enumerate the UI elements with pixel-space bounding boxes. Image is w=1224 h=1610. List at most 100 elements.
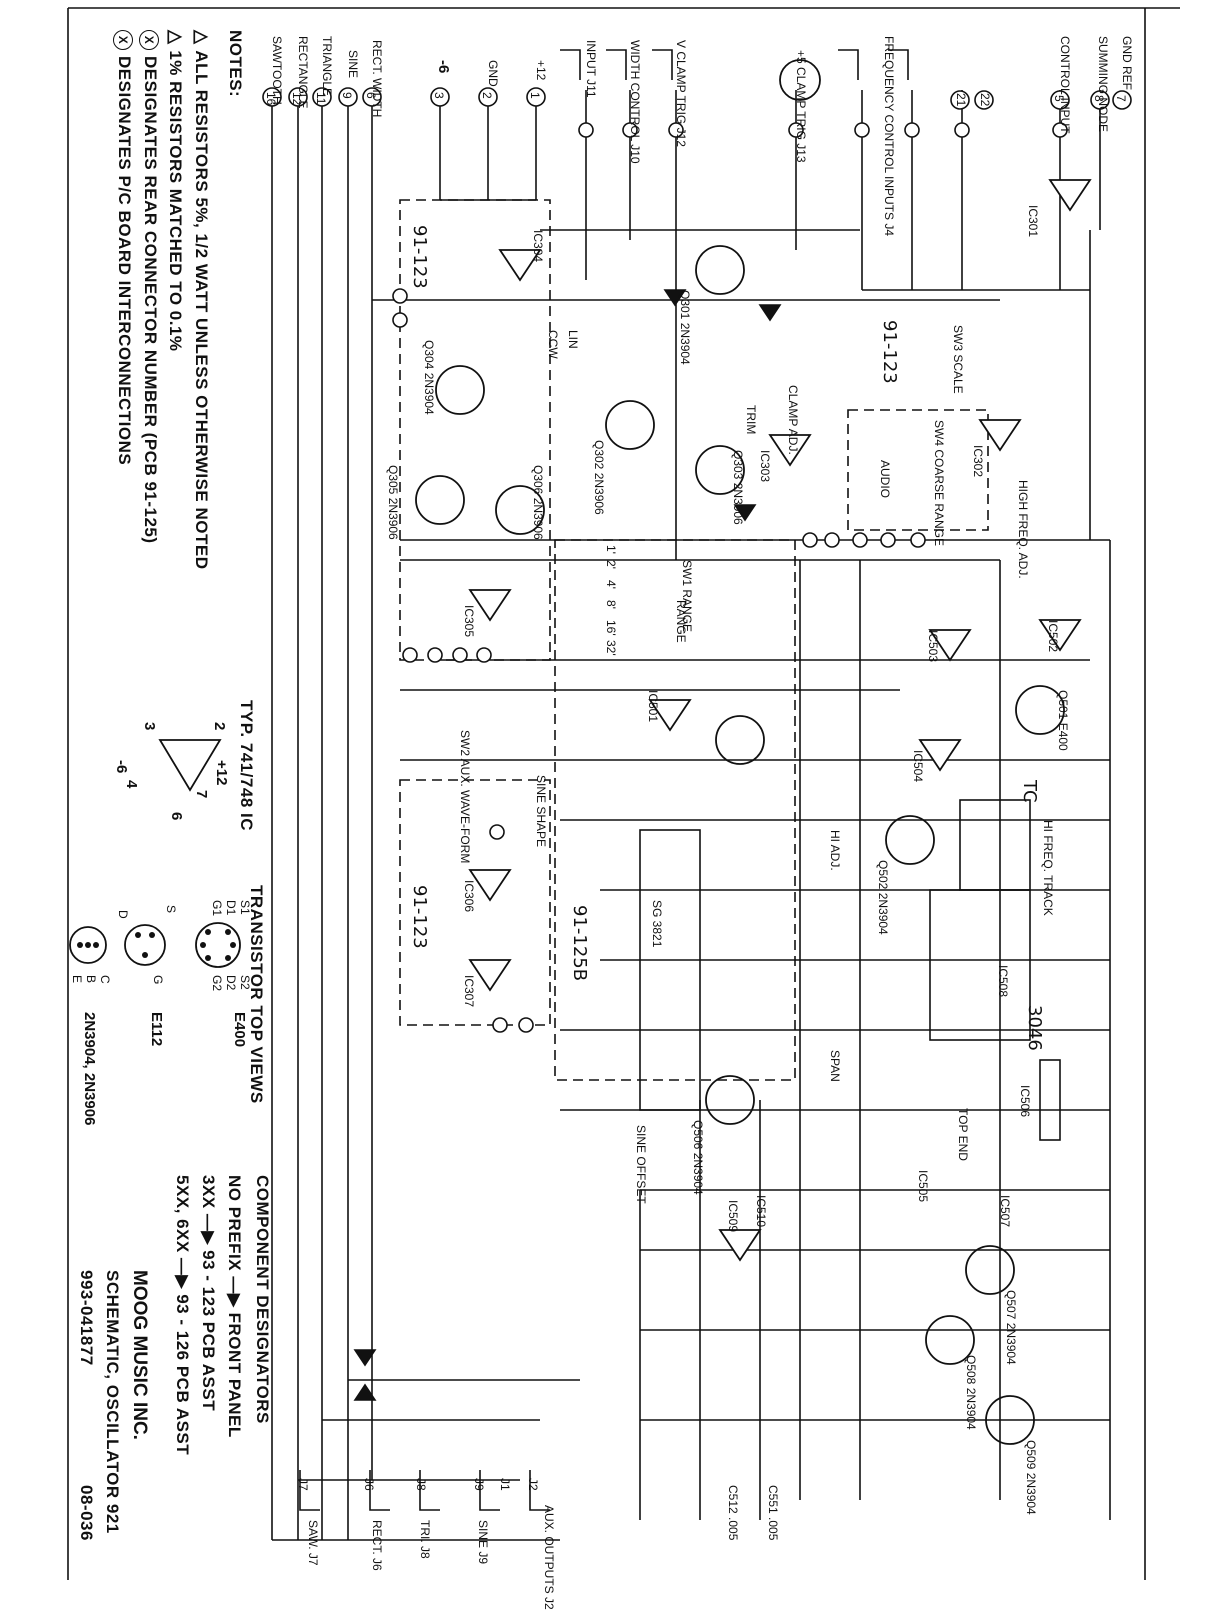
transistor-q509: Q509 2N3904 — [1024, 1440, 1038, 1515]
adj-top-end: TOP END — [956, 1108, 970, 1161]
node-9: 9 — [340, 92, 354, 99]
switch-aux-waveform: SW2 AUX. WAVE-FORM — [458, 730, 472, 864]
output-sine: SINE — [346, 50, 360, 79]
ic-label-ic507: IC507 — [998, 1195, 1012, 1228]
company-name: MOOG MUSIC INC. — [129, 1270, 150, 1440]
pin-b: B — [84, 975, 98, 984]
adj-hi: HI ADJ. — [828, 830, 842, 871]
designator-row-2: 3XX —▶ 93 - 123 PCB ASST — [199, 1175, 218, 1412]
pin-s: S — [164, 905, 178, 914]
transistor-q306: Q306 2N3906 — [531, 465, 545, 540]
power-node-1: 1 — [528, 92, 542, 99]
top-node-5: 5 — [1052, 95, 1066, 102]
switch-audio: AUDIO — [878, 460, 892, 499]
adj-ccw: CCW — [546, 330, 560, 359]
note-item-2: △1% RESISTORS MATCHED TO 0.1% — [165, 30, 186, 352]
transistor-q302: Q302 2N3906 — [592, 440, 606, 515]
power-label-gnd: GND — [486, 60, 500, 87]
adj-span: SPAN — [828, 1050, 842, 1082]
pin-d: D — [116, 910, 130, 919]
input-clamp-trig: +5 CLAMP TRIG J13 — [794, 50, 808, 163]
range-16: 16' — [604, 620, 618, 636]
note-circle-icon: X — [113, 30, 133, 50]
adj-hi-freq-track: HI FREQ. TRACK — [1041, 820, 1055, 916]
input-frequency-control: FREQUENCY CONTROL INPUTS J4 — [882, 36, 896, 237]
transistor-views-title: TRANSISTOR TOP VIEWS — [247, 885, 266, 1104]
adj-sine-offset: SINE OFFSET — [634, 1125, 648, 1204]
ic-pin-6: 6 — [168, 812, 185, 821]
transistor-q301: Q301 2N3904 — [678, 290, 692, 365]
ic-label-ic303: IC303 — [758, 450, 772, 483]
ic-label-ic302: IC302 — [971, 445, 985, 478]
transistor-q501: Q501 E400 — [1056, 690, 1070, 751]
pin-e: E — [70, 975, 84, 984]
right-jack-j7: J7 — [296, 1478, 310, 1491]
pin-c: C — [98, 975, 112, 984]
switch-scale: SW3 SCALE — [951, 325, 965, 394]
note-text: ALL RESISTORS 5%, 1/2 WATT UNLESS OTHERW… — [192, 50, 211, 570]
ic-pin-minus6: -6 — [113, 760, 130, 774]
ic-label-ic508: IC508 — [996, 965, 1010, 998]
ic-pin-7: 7 — [193, 790, 210, 799]
ic-label-ic305: IC305 — [462, 605, 476, 638]
board-label-91-125b: 91-125B — [569, 905, 590, 982]
range-2: 2' — [604, 560, 618, 569]
ic-label-ic306: IC306 — [462, 880, 476, 913]
right-jack-j9: J9 — [472, 1478, 486, 1491]
note-triangle-icon: △ — [192, 30, 212, 45]
right-jack-j6: J6 — [362, 1478, 376, 1491]
revision-number: 08-036 — [77, 1485, 96, 1541]
designator-row-3: 5XX, 6XX —▶ 93 - 126 PCB ASST — [173, 1175, 192, 1456]
notes-heading: NOTES: — [226, 30, 245, 98]
ic-legend-title: TYP. 741/748 IC — [237, 700, 256, 831]
designators-title: COMPONENT DESIGNATORS — [253, 1175, 272, 1424]
ic-label-ic505: IC505 — [916, 1170, 930, 1203]
note-triangle-icon: △ — [166, 30, 186, 45]
ic-pin-plus12: +12 — [213, 760, 230, 786]
pin-s1: S1 — [238, 900, 252, 915]
range-4: 4' — [604, 580, 618, 589]
board-label-91-123-c: 91-123 — [409, 885, 430, 949]
transistor-q508: Q508 2N3904 — [964, 1355, 978, 1430]
input-summing-node: SUMMING NODE — [1096, 36, 1110, 132]
transistor-q305: Q305 2N3906 — [386, 465, 400, 540]
pin-d1: D1 — [224, 900, 238, 916]
note-item-4: X DESIGNATES P/C BOARD INTERCONNECTIONS — [113, 30, 134, 465]
right-jack-j2: J2 — [526, 1478, 540, 1491]
ic-label-ic506: IC506 — [1018, 1085, 1032, 1118]
note-item-1: △ ALL RESISTORS 5%, 1/2 WATT UNLESS OTHER… — [191, 30, 212, 570]
input-control: CONTROL INPUT — [1058, 36, 1072, 134]
right-output-tri: TRI. J8 — [418, 1520, 432, 1559]
ic-pin-3: 3 — [141, 722, 158, 731]
ic-label-ic301: IC301 — [1026, 205, 1040, 238]
power-node-2: 2 — [480, 92, 494, 99]
transistor-q502: Q502 2N3904 — [876, 860, 890, 935]
power-label-minus6: -6 — [435, 60, 452, 74]
right-output-rect: RECT. J6 — [370, 1520, 384, 1571]
range-1: 1' — [604, 545, 618, 554]
pin-g: G — [151, 975, 165, 985]
right-cap-c551: C551 .005 — [766, 1485, 780, 1541]
top-node-21: 21 — [954, 93, 968, 107]
adj-clamp: CLAMP ADJ. — [786, 385, 800, 455]
node-12: 12 — [290, 92, 304, 106]
switch-coarse-range: SW4 COARSE RANGE — [932, 420, 946, 547]
top-node-7: 7 — [1114, 95, 1128, 102]
transistor-q507: Q507 2N3904 — [1004, 1290, 1018, 1365]
ic-label-ic502: IC502 — [1046, 620, 1060, 653]
transistor-q303: Q303 2N3906 — [731, 450, 745, 525]
adj-trim: TRIM — [744, 405, 758, 435]
top-node-8: 8 — [1092, 95, 1106, 102]
ic-label-ic510: IC510 — [754, 1195, 768, 1228]
range-8: 8' — [604, 600, 618, 609]
ic-label-ic509: IC509 — [726, 1200, 740, 1233]
note-text: DESIGNATES P/C BOARD INTERCONNECTIONS — [115, 56, 134, 466]
ic-pin-2: 2 — [211, 722, 228, 731]
pin-s2: S2 — [238, 975, 252, 990]
input-j11: INPUT J11 — [584, 40, 598, 98]
input-v-clamp: V CLAMP TRIG J12 — [674, 40, 688, 147]
transistor-q304: Q304 2N3904 — [422, 340, 436, 415]
power-node-3: 3 — [432, 92, 446, 99]
ic-label-ic503: IC503 — [926, 630, 940, 663]
